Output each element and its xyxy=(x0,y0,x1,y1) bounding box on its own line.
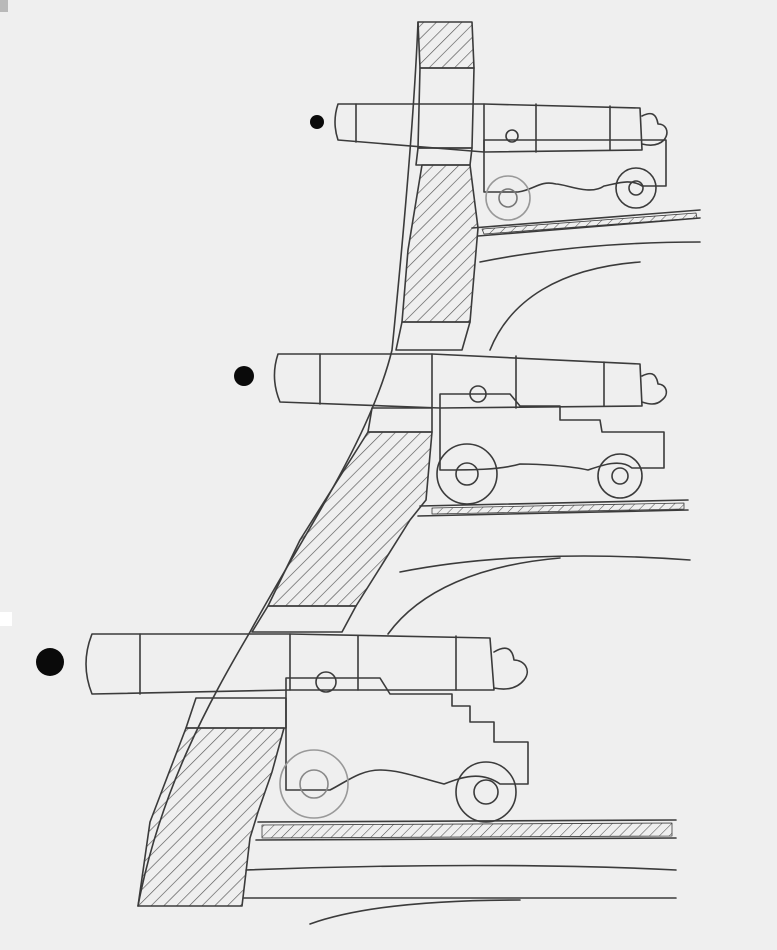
cannon-middle xyxy=(273,353,668,505)
hull-top-post xyxy=(417,21,475,69)
wheel xyxy=(279,749,349,819)
cannon-lower xyxy=(85,633,529,823)
deck-upper xyxy=(471,209,701,351)
cannon-upper xyxy=(334,103,668,221)
wheel xyxy=(615,167,657,209)
hull-lower-hatched xyxy=(137,727,285,907)
cannonball-upper xyxy=(310,115,324,129)
wheel xyxy=(455,761,517,823)
cannonball-middle xyxy=(234,366,254,386)
wheel xyxy=(436,443,498,505)
scan-edge-mark xyxy=(0,612,12,626)
wheel xyxy=(597,453,643,499)
cannonball-lower xyxy=(36,648,64,676)
scan-corner-mark xyxy=(0,0,8,12)
hull xyxy=(137,21,479,907)
deck-middle xyxy=(387,499,691,635)
deck-lower xyxy=(243,819,677,925)
wheel xyxy=(485,175,531,221)
hull-upper-hatched xyxy=(401,164,479,323)
cannonballs xyxy=(36,115,324,676)
hull-middle-hatched xyxy=(267,431,433,607)
